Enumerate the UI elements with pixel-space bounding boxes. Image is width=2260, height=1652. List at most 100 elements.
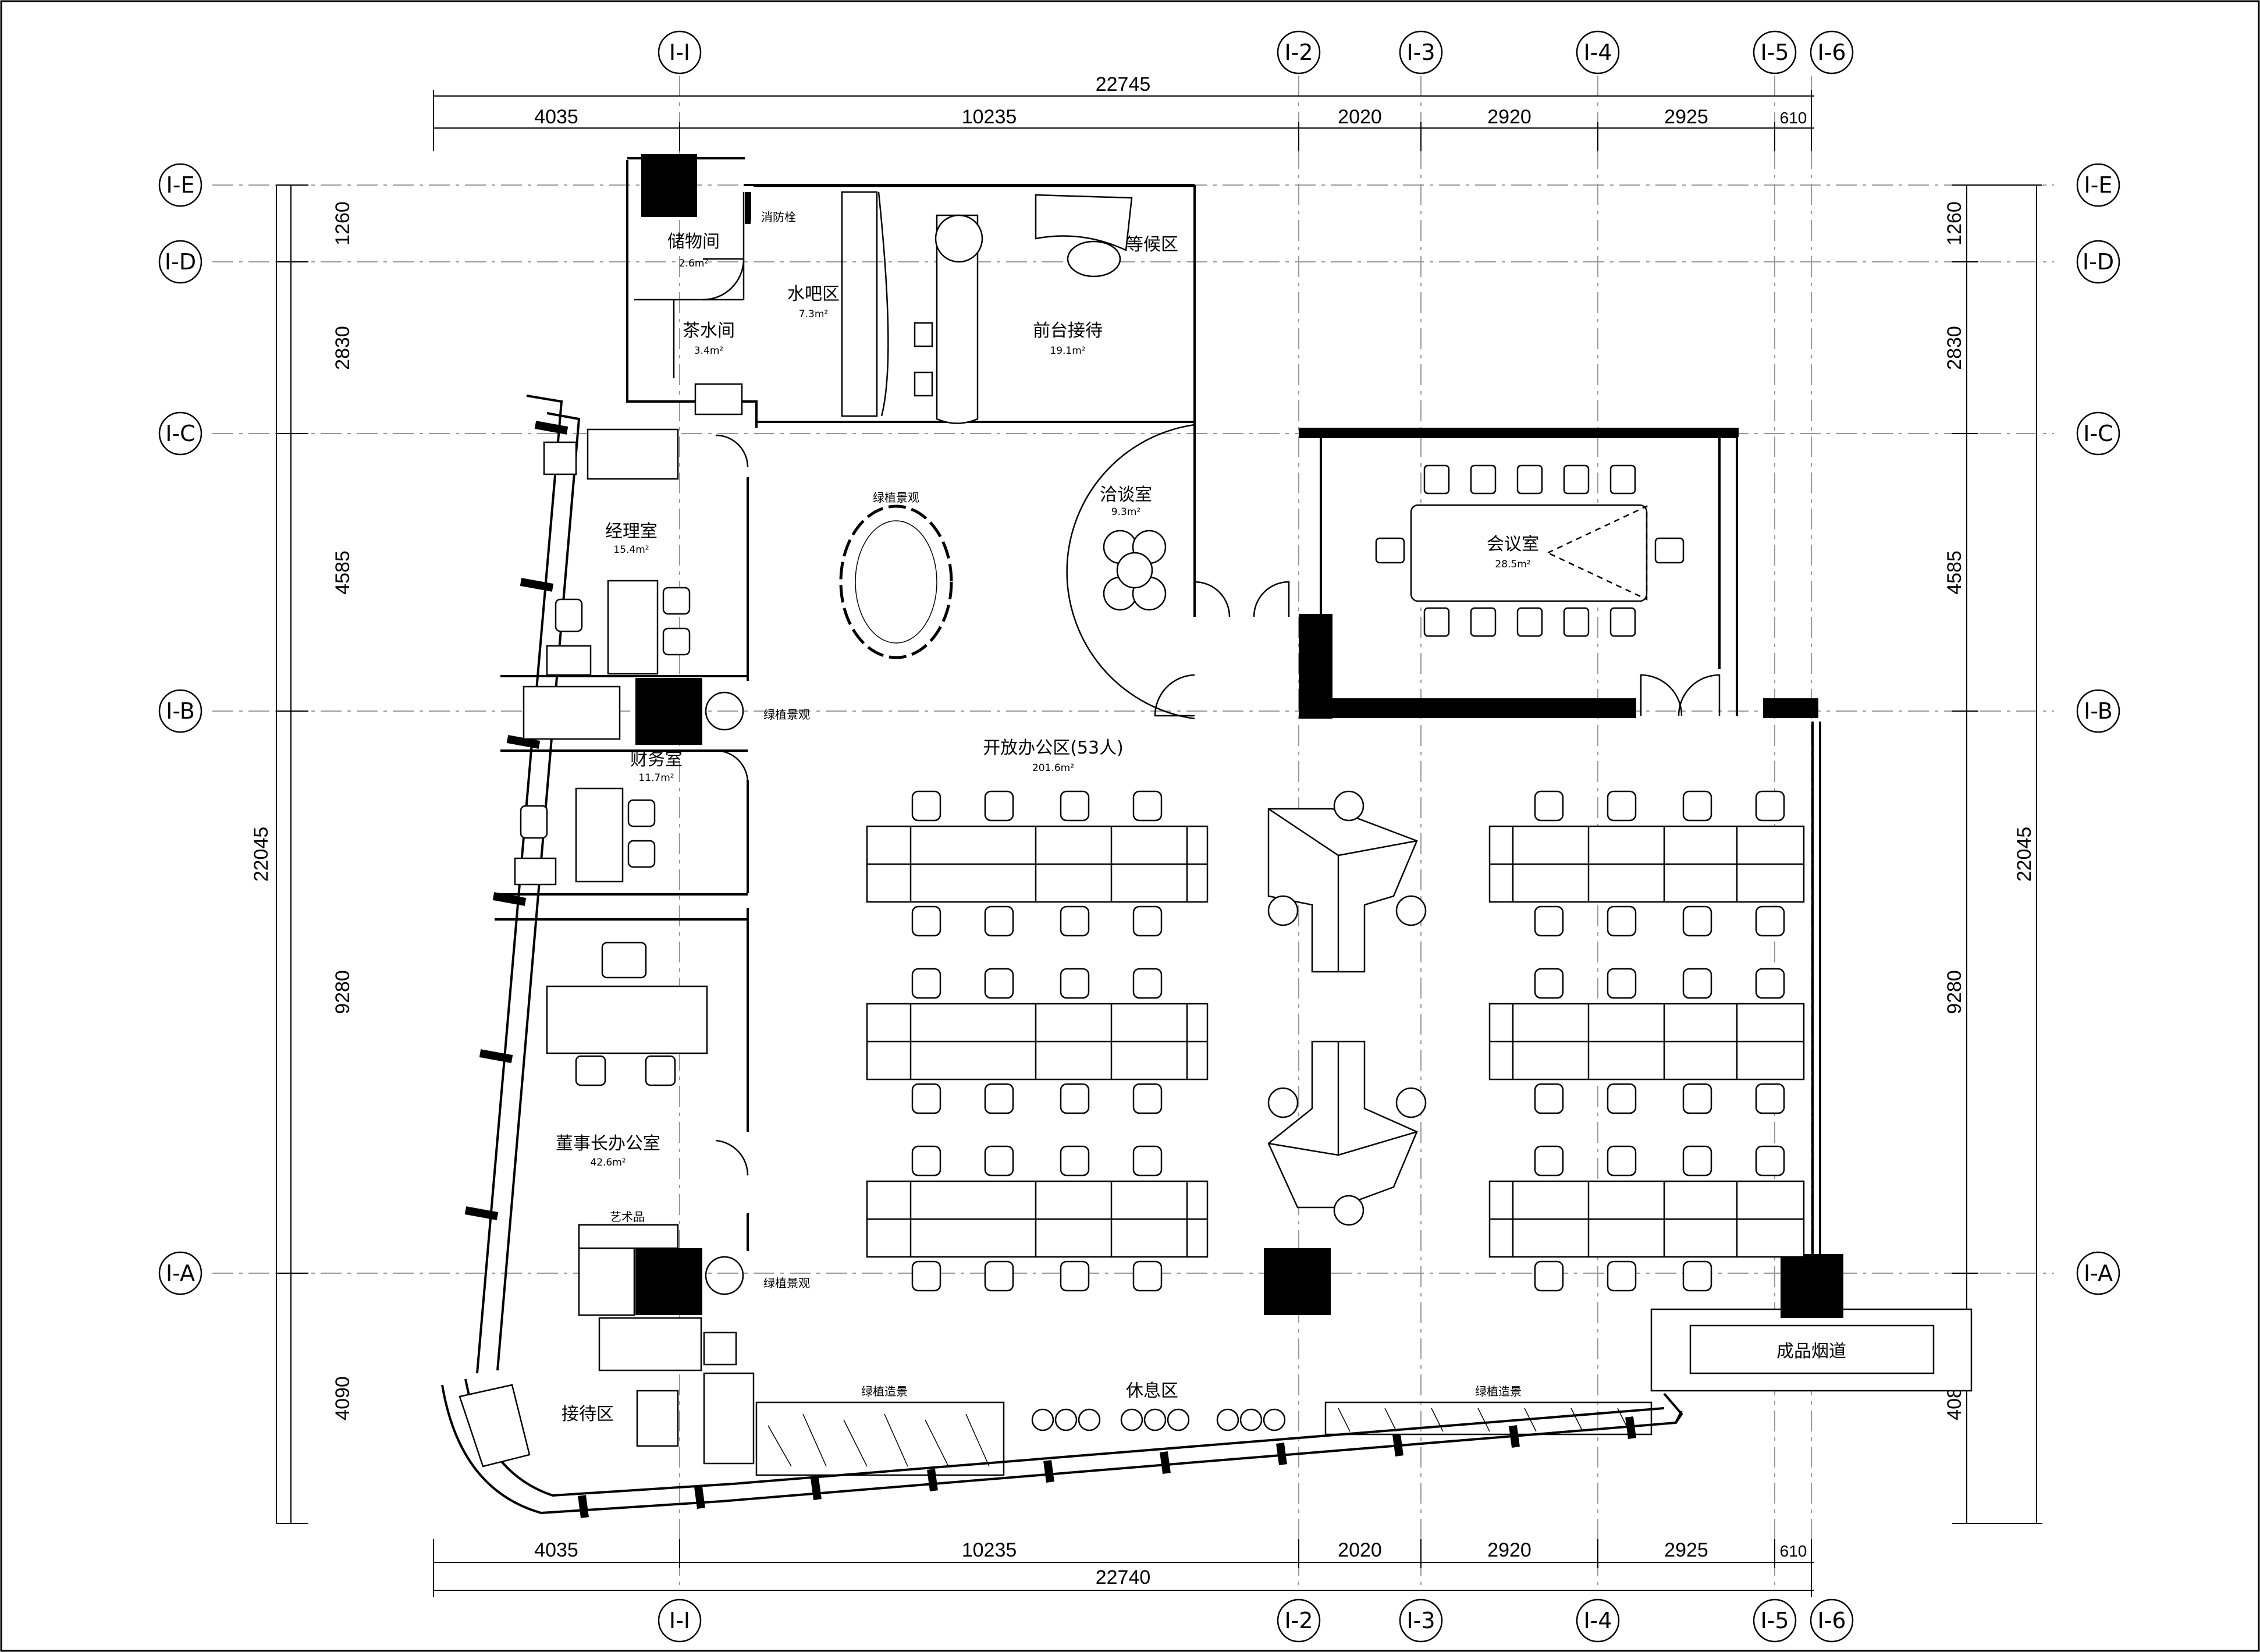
sink — [694, 383, 743, 415]
area-bar: 7.3m² — [799, 308, 828, 320]
desk-cluster-left-3 — [866, 1180, 1209, 1258]
axis-right-e: I-E — [2084, 172, 2113, 198]
dimension-bottom: 4035 10235 2020 2920 2925 610 22740 — [433, 1539, 1814, 1597]
axis-bottom-4: I-4 — [1583, 1608, 1612, 1633]
annot-green-scape-left: 绿植造景 — [861, 1384, 908, 1398]
dim-top-seg-2: 10235 — [962, 106, 1017, 128]
axis-top-5: I-5 — [1760, 40, 1789, 65]
dim-right-seg-2: 2830 — [1943, 326, 1966, 370]
annot-green-scape-right: 绿植造景 — [1475, 1384, 1522, 1398]
label-hydrant: 消防栓 — [761, 210, 796, 224]
annot-art: 艺术品 — [610, 1210, 645, 1224]
area-tea: 3.4m² — [694, 345, 723, 357]
green-landscape-ellipse — [705, 505, 953, 1295]
y-pod-bottom — [1267, 1040, 1427, 1226]
area-storage: 2.6m² — [679, 258, 708, 269]
dim-left-seg-4: 9280 — [332, 970, 354, 1014]
axis-left-d: I-D — [165, 249, 196, 275]
label-manager: 经理室 — [605, 521, 658, 542]
annot-green-view-b: 绿植景观 — [763, 708, 810, 722]
dim-top-seg-4: 2920 — [1487, 106, 1531, 128]
area-reception: 19.1m² — [1050, 345, 1085, 357]
label-reception: 前台接待 — [1033, 321, 1103, 341]
flower-arrangement — [934, 214, 983, 263]
desk-cluster-left-2 — [866, 1003, 1209, 1081]
area-finance: 11.7m² — [638, 772, 674, 784]
axis-top-1: I-I — [669, 40, 690, 65]
dim-left-seg-1: 1260 — [332, 201, 354, 246]
axis-right-c: I-C — [2083, 421, 2113, 446]
label-bar: 水吧区 — [787, 284, 840, 304]
axis-bottom-1: I-I — [669, 1608, 690, 1633]
area-chairman: 42.6m² — [590, 1157, 626, 1168]
area-manager: 15.4m² — [613, 544, 649, 556]
dim-left-seg-3: 4585 — [332, 550, 354, 595]
desk-cluster-right-2 — [1488, 1003, 1805, 1081]
finance-sofa — [523, 685, 621, 740]
waiting-sofa — [1035, 194, 1133, 251]
office-chairs — [911, 790, 1785, 1292]
axis-top-4: I-4 — [1583, 40, 1612, 65]
art-piece — [578, 1224, 679, 1249]
negotiation-room — [1066, 424, 1195, 720]
annotations: 绿植景观 绿植景观 绿植景观 绿植造景 绿植造景 艺术品 — [610, 491, 1522, 1398]
negotiation-curved-wall — [1066, 424, 1195, 720]
columns — [635, 154, 1843, 1318]
label-open-office: 开放办公区(53人) — [983, 738, 1124, 758]
desk-cluster-right-1 — [1488, 825, 1805, 903]
label-finance: 财务室 — [630, 749, 683, 770]
dim-left-seg-2: 2830 — [332, 326, 354, 370]
meeting-chairs — [1375, 464, 1685, 637]
axis-top-3: I-3 — [1406, 40, 1435, 65]
label-storage: 储物间 — [667, 232, 720, 252]
guest-sofa-2 — [703, 1372, 755, 1465]
desk-cluster-right-3 — [1488, 1180, 1805, 1258]
dim-bottom-seg-1: 4035 — [534, 1539, 578, 1561]
label-chairman: 董事长办公室 — [556, 1134, 660, 1154]
dim-top-seg-6: 610 — [1780, 109, 1807, 127]
label-shaft: 成品烟道 — [1776, 1341, 1846, 1362]
axis-bubbles-left: I-E I-D I-C I-B I-A — [158, 163, 202, 1295]
reception-furniture — [694, 191, 1133, 424]
axis-bubbles-bottom: I-I I-2 I-3 I-4 I-5 I-6 — [658, 1598, 1854, 1643]
axis-right-b: I-B — [2084, 698, 2113, 724]
finance-desk — [575, 787, 624, 883]
dim-bottom-seg-5: 2925 — [1664, 1539, 1708, 1561]
waiting-table — [1067, 240, 1121, 278]
label-meeting: 会议室 — [1487, 534, 1539, 555]
room-labels: 储物间 2.6m² 消防栓 茶水间 3.4m² 水吧区 7.3m² 前台接待 1… — [556, 210, 1846, 1424]
lounge-seats — [1031, 1408, 1286, 1431]
grid-lines — [212, 76, 2054, 1589]
axis-bottom-3: I-3 — [1406, 1608, 1435, 1633]
label-waiting: 等候区 — [1126, 235, 1178, 255]
dim-right-seg-1: 1260 — [1943, 201, 1966, 246]
dimension-left: 1260 2830 4585 9280 4090 22045 — [250, 184, 354, 1524]
label-lounge: 休息区 — [1126, 1381, 1178, 1401]
curtain-wall-mullions — [464, 421, 1636, 1518]
planting-hatch — [767, 1408, 1630, 1467]
axis-bubbles-top: I-I I-2 I-3 I-4 I-5 I-6 — [658, 30, 1854, 74]
dim-top-seg-1: 4035 — [534, 106, 578, 128]
axis-left-a: I-A — [166, 1260, 195, 1286]
area-meeting: 28.5m² — [1495, 559, 1530, 570]
axis-bottom-5: I-5 — [1760, 1608, 1789, 1633]
area-open-office: 201.6m² — [1032, 762, 1074, 774]
dim-right-total: 22045 — [2013, 827, 2035, 882]
axis-left-b: I-B — [166, 698, 195, 724]
dim-left-seg-5: 4090 — [332, 1376, 354, 1420]
dim-top-seg-5: 2925 — [1664, 106, 1708, 128]
area-negotiation: 9.3m² — [1111, 506, 1140, 518]
axis-left-e: I-E — [166, 172, 195, 198]
annot-green-view: 绿植景观 — [873, 491, 919, 505]
dim-top-total: 22745 — [1096, 73, 1151, 95]
guest-chair — [459, 1384, 531, 1468]
axis-right-a: I-A — [2084, 1260, 2113, 1286]
axis-right-d: I-D — [2083, 249, 2114, 275]
chairman-desk — [546, 985, 708, 1054]
label-guest: 接待区 — [562, 1404, 614, 1424]
dim-bottom-seg-2: 10235 — [962, 1539, 1017, 1561]
dim-bottom-seg-6: 610 — [1780, 1542, 1807, 1560]
y-pod-top — [1267, 790, 1427, 973]
dim-left-total: 22045 — [250, 827, 272, 882]
